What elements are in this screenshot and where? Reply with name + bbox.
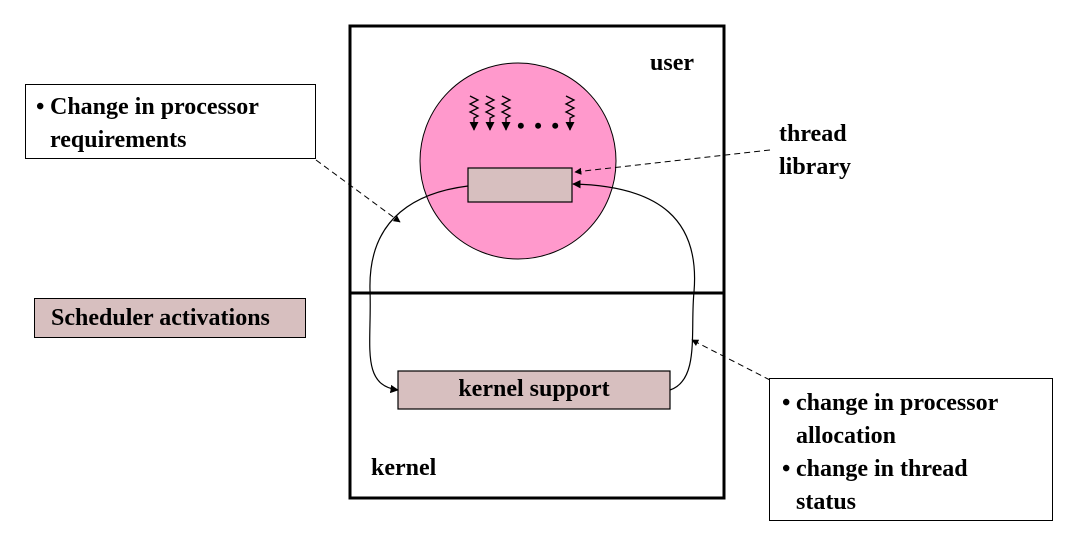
bullet-icon: •	[782, 456, 791, 482]
bullet-icon: •	[36, 94, 45, 120]
note-line: Change in processor	[50, 94, 259, 120]
thread-library-box	[467, 167, 573, 203]
processor-requirements-callout	[315, 159, 401, 223]
note-line: change in processor	[796, 390, 999, 416]
upcall-arrow-right	[572, 179, 696, 391]
thread-ellipsis: • • •	[517, 113, 562, 138]
note-line: requirements	[50, 127, 187, 153]
bullet-icon: •	[782, 390, 791, 416]
thread-library-label: thread library	[779, 118, 851, 184]
thread-library-callout	[574, 149, 771, 175]
user-space-label: user	[650, 50, 694, 76]
process-circle	[419, 62, 617, 260]
thread-squiggle-icon	[468, 95, 576, 131]
note-line: allocation	[796, 423, 896, 449]
thread-library-label-line1: thread	[779, 121, 847, 147]
scheduler-activations-box: Scheduler activations	[34, 298, 306, 338]
note-line: status	[796, 489, 857, 515]
thread-library-label-line2: library	[779, 154, 851, 180]
kernel-support-label: kernel support	[458, 376, 610, 402]
kernel-space-label: kernel	[371, 455, 437, 481]
note-line: change in thread	[796, 456, 968, 482]
processor-allocation-callout	[691, 339, 771, 381]
upcall-arrow-left	[369, 185, 469, 394]
scheduler-activations-title: Scheduler activations	[51, 305, 270, 331]
processor-allocation-note: •change in processor allocation •change …	[769, 378, 1053, 521]
processor-requirements-note: •Change in processor requirements	[25, 84, 316, 159]
